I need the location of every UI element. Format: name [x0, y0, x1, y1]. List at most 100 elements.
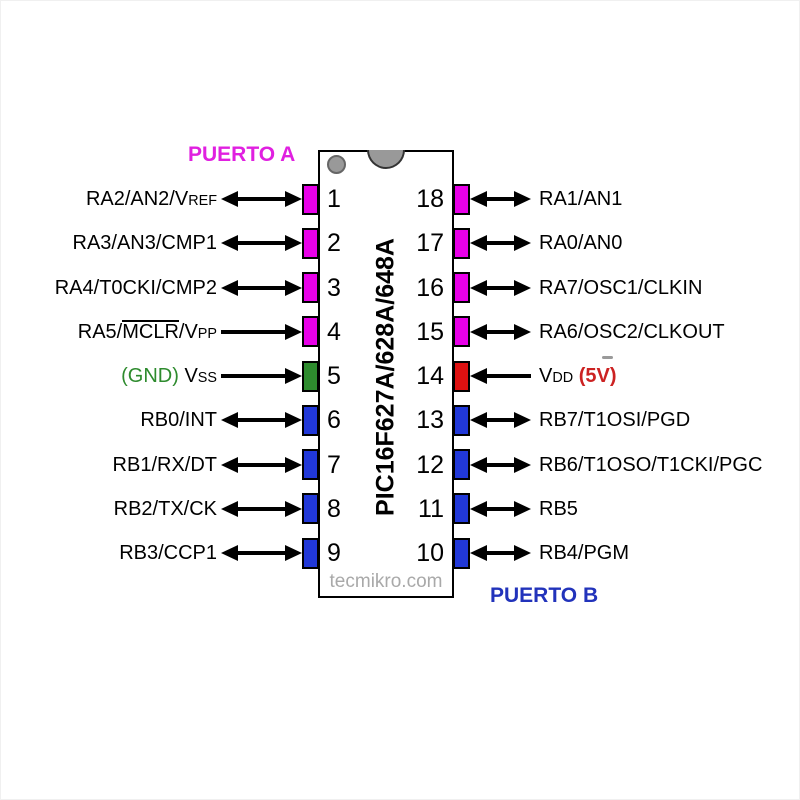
- arrow-line: [487, 418, 514, 423]
- arrow-line: [221, 374, 285, 378]
- arrowhead-left-icon: [221, 279, 238, 296]
- label-text: V: [178, 365, 198, 387]
- pin-1-leg: [302, 183, 319, 215]
- arrowhead-right-icon: [285, 456, 302, 473]
- pin-9-number: 9: [327, 539, 341, 567]
- label-text: RB4/PGM: [539, 542, 630, 564]
- arrowhead-left-icon: [470, 191, 487, 207]
- pin-14-number: 14: [416, 362, 444, 390]
- pin-15-arrow-bidirectional: [470, 323, 531, 341]
- pin-6-number: 6: [327, 406, 341, 435]
- pin-10-number: 10: [416, 539, 444, 567]
- arrowhead-left-icon: [221, 412, 238, 429]
- pin-1-label: RA2/AN2/VREF: [1, 184, 217, 214]
- subscript-text: DD: [552, 370, 574, 386]
- pin-8-leg: [302, 493, 319, 525]
- pin-9-arrow-bidirectional: [221, 544, 302, 562]
- label-text: RB1/RX/DT: [112, 453, 217, 476]
- arrowhead-left-icon: [470, 500, 487, 517]
- arrowhead-right-icon: [285, 500, 302, 517]
- arrow-line: [487, 329, 514, 334]
- stray-mark: [602, 356, 613, 359]
- label-text: RA3/AN3/CMP1: [72, 232, 218, 255]
- pin-17-leg: [453, 227, 470, 259]
- label-text: RB5: [539, 497, 578, 520]
- pin-18-label: RA1/AN1: [539, 184, 622, 214]
- port-a-label: PUERTO A: [188, 143, 296, 166]
- label-text: RB6/T1OSO/T1CKI/PGC: [539, 453, 763, 476]
- arrowhead-left-icon: [470, 456, 487, 473]
- pin-16-arrow-bidirectional: [470, 279, 531, 297]
- port-b-label: PUERTO B: [490, 584, 599, 607]
- pin-10-label: RB4/PGM: [539, 538, 629, 568]
- pin-11-arrow-bidirectional: [470, 500, 531, 518]
- pin-15-leg: [453, 316, 470, 348]
- arrowhead-left-icon: [221, 545, 238, 561]
- arrowhead-left-icon: [470, 235, 487, 252]
- pin-8-arrow-bidirectional: [221, 500, 302, 518]
- pin-2-number: 2: [327, 229, 341, 258]
- pin-3-leg: [302, 272, 319, 303]
- arrow-line: [487, 285, 514, 290]
- arrowhead-right-icon: [285, 279, 302, 296]
- subscript-text: PP: [197, 325, 217, 342]
- label-text: RB2/TX/CK: [113, 497, 217, 520]
- subscript-text: SS: [197, 370, 217, 386]
- arrow-line: [238, 285, 285, 290]
- label-text: RA1/AN1: [539, 188, 623, 210]
- arrow-line: [487, 506, 514, 511]
- pin-13-leg: [453, 404, 470, 436]
- arrowhead-left-icon: [221, 456, 238, 473]
- pin-5-label: (GND) VSS: [1, 361, 217, 391]
- arrowhead-right-icon: [285, 323, 302, 340]
- arrowhead-right-icon: [514, 500, 531, 517]
- arrowhead-left-icon: [221, 500, 238, 517]
- pin-2-leg: [302, 227, 319, 259]
- chip-notch-icon: [367, 150, 405, 169]
- pin1-indicator-dot-icon: [327, 155, 346, 174]
- overline-text: MCLR: [122, 319, 179, 343]
- arrow-line: [238, 241, 285, 246]
- arrow-line: [487, 551, 514, 555]
- arrowhead-left-icon: [221, 191, 238, 207]
- arrow-line: [238, 506, 285, 511]
- pin-5-leg: [302, 360, 319, 392]
- pin-1-arrow-bidirectional: [221, 190, 302, 208]
- pin-4-arrow-input: [221, 323, 302, 341]
- label-text: V: [539, 365, 553, 387]
- pin-18-arrow-bidirectional: [470, 190, 531, 208]
- pin-17-label: RA0/AN0: [539, 228, 622, 258]
- chip-body: [318, 150, 454, 598]
- pin-8-number: 8: [327, 494, 341, 523]
- arrowhead-right-icon: [285, 235, 302, 252]
- label-text: RA5/: [77, 320, 123, 343]
- pin-3-arrow-bidirectional: [221, 279, 302, 297]
- pin-17-arrow-bidirectional: [470, 234, 531, 252]
- label-text: RA6/OSC2/CLKOUT: [539, 320, 725, 343]
- label-text: RA4/T0CKI/CMP2: [54, 276, 217, 299]
- pin-3-label: RA4/T0CKI/CMP2: [1, 273, 217, 303]
- pin-18-leg: [453, 183, 470, 215]
- arrow-line: [487, 374, 531, 378]
- arrow-line: [238, 551, 285, 555]
- pin-4-label: RA5/MCLR/VPP: [1, 317, 217, 347]
- subscript-text: REF: [188, 193, 217, 209]
- pin-9-label: RB3/CCP1: [1, 538, 217, 568]
- pin-7-leg: [302, 449, 319, 480]
- pin-6-leg: [302, 404, 319, 436]
- pin-2-arrow-bidirectional: [221, 234, 302, 252]
- pin-16-label: RA7/OSC1/CLKIN: [539, 273, 702, 303]
- pin-11-label: RB5: [539, 494, 578, 524]
- pin-12-arrow-bidirectional: [470, 456, 531, 474]
- pin-5-arrow-input: [221, 367, 302, 385]
- pin-7-number: 7: [327, 450, 341, 479]
- pin-3-number: 3: [327, 273, 341, 302]
- pin-10-leg: [453, 537, 470, 569]
- pin-14-label: VDD (5V): [539, 361, 617, 391]
- arrow-line: [487, 241, 514, 246]
- pin-10-arrow-bidirectional: [470, 544, 531, 562]
- gnd-note: (GND): [121, 365, 179, 387]
- pin-8-label: RB2/TX/CK: [1, 494, 217, 524]
- label-text: RA2/AN2/V: [85, 188, 189, 210]
